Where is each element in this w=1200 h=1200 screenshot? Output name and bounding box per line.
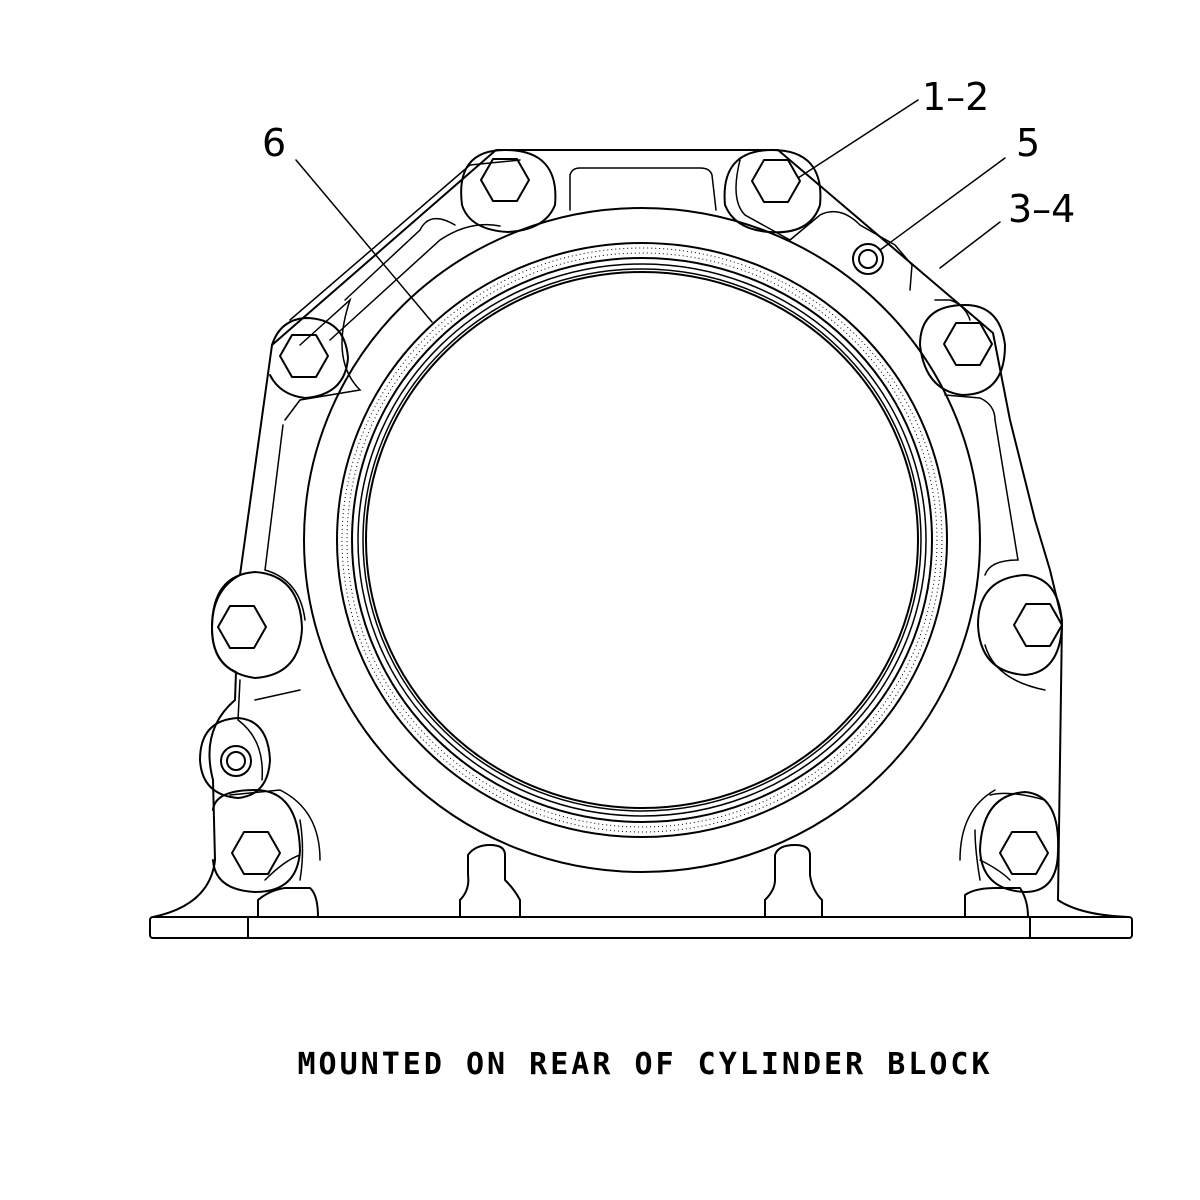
top-slot xyxy=(569,167,717,211)
leader-5 xyxy=(879,157,1006,251)
callout-1-2: 1–2 xyxy=(922,75,989,119)
dowel-pins xyxy=(220,243,884,777)
bottom-bosses xyxy=(257,844,1029,918)
hex-bolt-bottom-right xyxy=(999,831,1049,875)
right-ribs xyxy=(735,159,1046,881)
callout-3-4: 3–4 xyxy=(1008,187,1075,231)
hex-bolt-top-left xyxy=(480,158,530,202)
hex-bolt-mid-right xyxy=(1013,603,1063,647)
callout-6: 6 xyxy=(262,121,286,165)
hex-bolt-upper-left xyxy=(279,334,329,378)
hex-bolt-upper-right xyxy=(943,322,993,366)
base-flange xyxy=(149,916,1133,939)
housing-outline xyxy=(152,149,1129,918)
housing-bore-ring xyxy=(303,207,981,873)
caption: MOUNTED ON REAR OF CYLINDER BLOCK xyxy=(297,1047,992,1082)
left-ribs xyxy=(229,159,521,881)
callout-5: 5 xyxy=(1016,121,1040,165)
leader-6 xyxy=(295,159,433,323)
leader-3-4 xyxy=(939,221,1001,269)
crankshaft-seal xyxy=(303,207,981,873)
seal-inner-lip xyxy=(365,271,919,809)
hex-bolts xyxy=(217,158,1063,875)
hex-bolt-bottom-left xyxy=(231,831,281,875)
hex-bolt-mid-left xyxy=(217,605,267,649)
leader-lines xyxy=(295,99,1006,323)
hex-bolt-top-right xyxy=(751,159,801,203)
bolt-bosses xyxy=(199,149,1063,893)
leader-1-2 xyxy=(797,99,919,179)
